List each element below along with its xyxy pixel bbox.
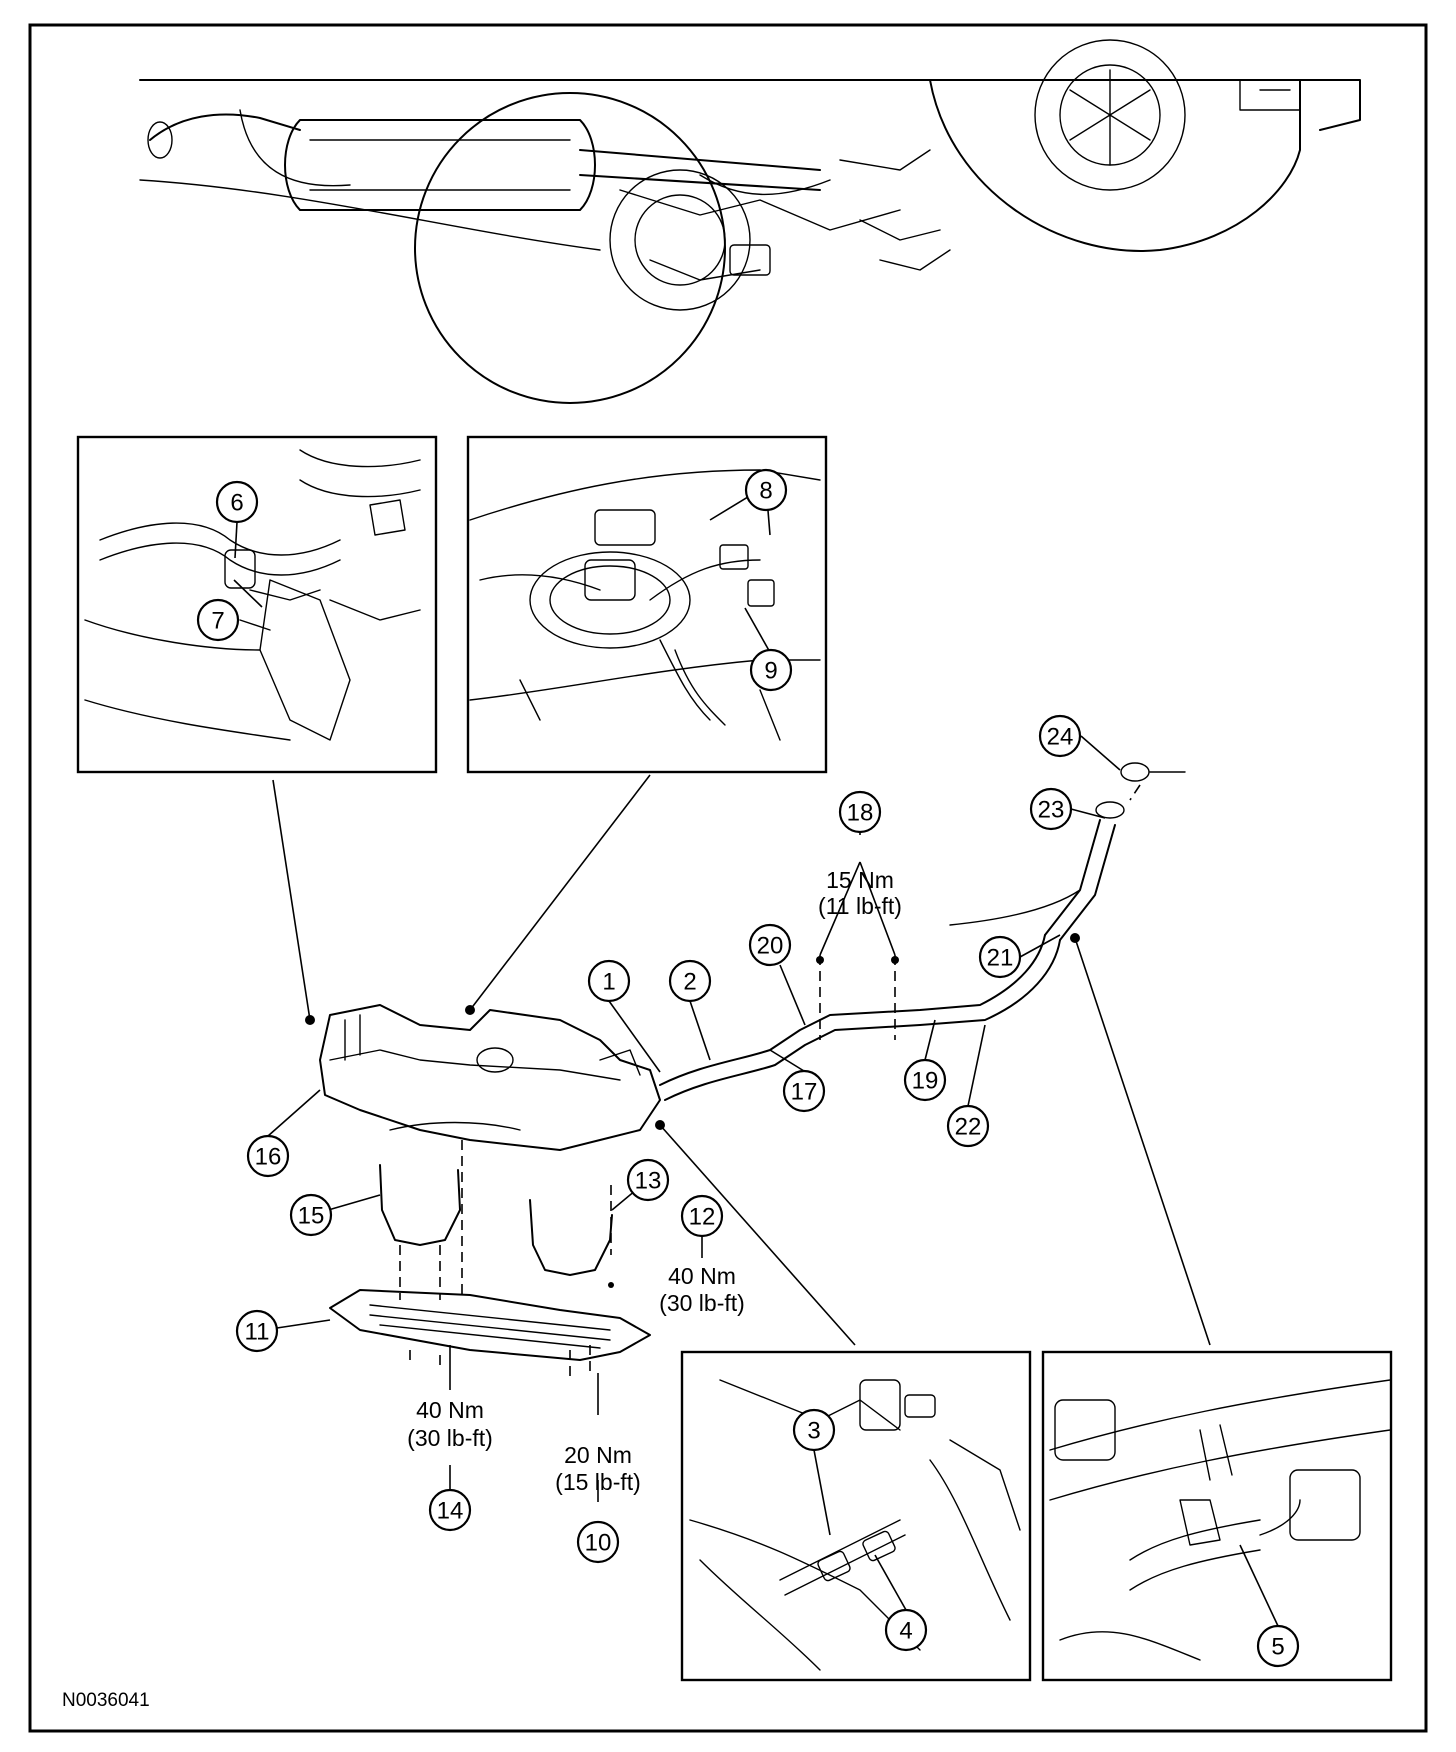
diagram-border bbox=[28, 23, 1428, 1733]
svg-text:10: 10 bbox=[585, 1530, 612, 1557]
svg-text:2: 2 bbox=[683, 969, 696, 996]
svg-text:3: 3 bbox=[807, 1418, 820, 1445]
torque-spec-item10: 20 Nm (15 lb-ft) bbox=[555, 1442, 641, 1495]
torque-18-lbft: (11 lb-ft) bbox=[818, 893, 902, 919]
torque-12-lbft: (30 lb-ft) bbox=[659, 1290, 745, 1316]
svg-text:9: 9 bbox=[764, 658, 777, 685]
torque-14-lbft: (30 lb-ft) bbox=[407, 1425, 493, 1451]
filler-pipe-assembly bbox=[659, 762, 1186, 1101]
svg-text:7: 7 bbox=[211, 608, 224, 635]
callout-7: 7 bbox=[196, 598, 240, 642]
svg-text:22: 22 bbox=[955, 1114, 982, 1141]
tank-straps bbox=[379, 1164, 613, 1276]
figure-id: N0036041 bbox=[62, 1690, 150, 1711]
torque-14-nm: 40 Nm bbox=[416, 1397, 484, 1423]
callout-20: 20 bbox=[748, 923, 792, 967]
svg-text:17: 17 bbox=[791, 1079, 818, 1106]
torque-spec-item12: 40 Nm (30 lb-ft) bbox=[659, 1263, 745, 1316]
callout-22: 22 bbox=[946, 1104, 990, 1148]
svg-text:5: 5 bbox=[1271, 1634, 1284, 1661]
svg-text:24: 24 bbox=[1047, 724, 1074, 751]
callout-5: 5 bbox=[1256, 1624, 1300, 1668]
callout-9: 9 bbox=[749, 648, 793, 692]
callout-6: 6 bbox=[215, 480, 259, 524]
callout-24: 24 bbox=[1038, 714, 1082, 758]
callout-17: 17 bbox=[782, 1069, 826, 1113]
callout-10: 10 bbox=[576, 1520, 620, 1564]
torque-12-nm: 40 Nm bbox=[668, 1263, 736, 1289]
callout-13: 13 bbox=[626, 1158, 670, 1202]
svg-text:14: 14 bbox=[437, 1498, 464, 1525]
torque-10-lbft: (15 lb-ft) bbox=[555, 1469, 641, 1495]
svg-text:21: 21 bbox=[987, 945, 1014, 972]
inset-pointer-lines bbox=[272, 774, 1211, 1346]
callout-3: 3 bbox=[792, 1408, 836, 1452]
inset-fuel-line-connector bbox=[76, 435, 438, 774]
svg-text:6: 6 bbox=[230, 490, 243, 517]
svg-text:20: 20 bbox=[757, 933, 784, 960]
svg-text:18: 18 bbox=[847, 800, 874, 827]
svg-text:16: 16 bbox=[255, 1144, 282, 1171]
skid-plate bbox=[329, 1289, 651, 1361]
callout-15: 15 bbox=[289, 1193, 333, 1237]
callout-21: 21 bbox=[978, 935, 1022, 979]
svg-text:23: 23 bbox=[1038, 797, 1065, 824]
svg-text:4: 4 bbox=[899, 1618, 912, 1645]
inset-vapor-tube-connection bbox=[1041, 1350, 1393, 1682]
callout-12: 12 bbox=[680, 1194, 724, 1238]
svg-text:1: 1 bbox=[602, 969, 615, 996]
callout-11: 11 bbox=[235, 1309, 279, 1353]
fuel-tank bbox=[319, 1004, 661, 1151]
torque-18-nm: 15 Nm bbox=[826, 867, 894, 893]
torque-10-nm: 20 Nm bbox=[564, 1442, 632, 1468]
callout-23: 23 bbox=[1029, 787, 1073, 831]
svg-text:11: 11 bbox=[245, 1319, 270, 1346]
svg-text:15: 15 bbox=[298, 1203, 325, 1230]
callout-1: 1 bbox=[587, 959, 631, 1003]
callout-16: 16 bbox=[246, 1134, 290, 1178]
torque-spec-item14: 40 Nm (30 lb-ft) bbox=[407, 1397, 493, 1451]
callout-8: 8 bbox=[744, 468, 788, 512]
fasteners bbox=[399, 784, 1141, 1380]
callout-18: 18 bbox=[838, 790, 882, 834]
callout-14: 14 bbox=[428, 1488, 472, 1532]
svg-text:8: 8 bbox=[759, 478, 772, 505]
vehicle-underbody-illustration bbox=[139, 39, 1361, 404]
svg-text:13: 13 bbox=[635, 1168, 662, 1195]
callout-4: 4 bbox=[884, 1608, 928, 1652]
svg-text:12: 12 bbox=[689, 1204, 716, 1231]
torque-spec-item18: 15 Nm (11 lb-ft) bbox=[818, 867, 902, 919]
svg-text:19: 19 bbox=[912, 1068, 939, 1095]
callout-2: 2 bbox=[668, 959, 712, 1003]
inset-fuel-line-quick-connect bbox=[680, 1350, 1032, 1682]
callout-19: 19 bbox=[903, 1058, 947, 1102]
